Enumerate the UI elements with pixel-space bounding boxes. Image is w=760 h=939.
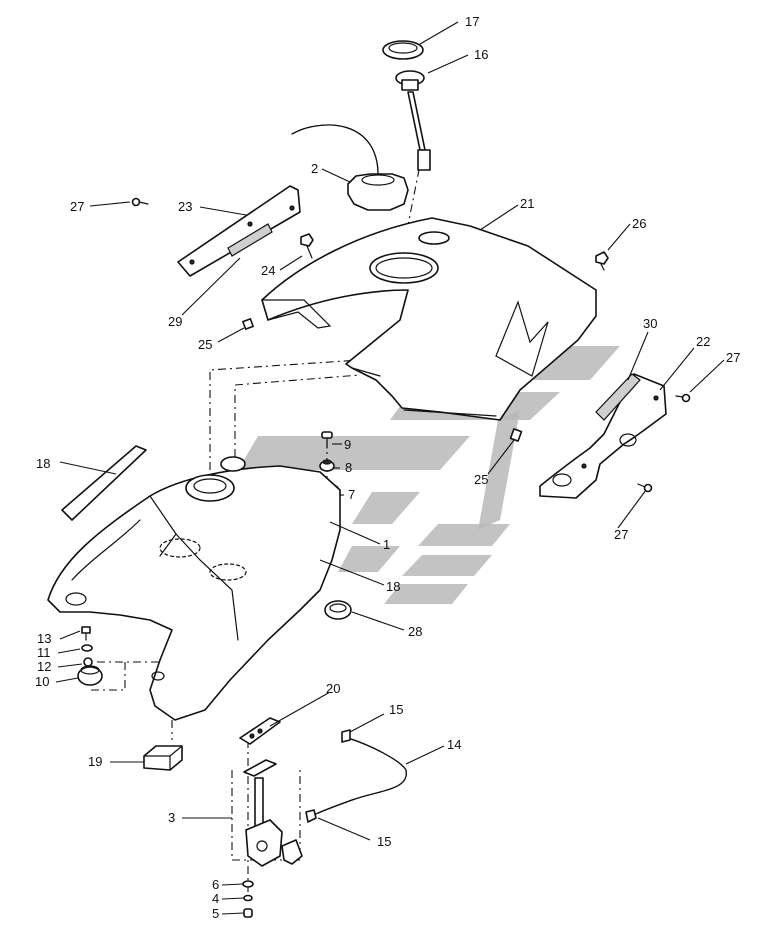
callout-10: 10 bbox=[35, 674, 49, 689]
cushion bbox=[143, 745, 183, 771]
hose-clip bbox=[305, 809, 317, 823]
callout-25: 25 bbox=[198, 337, 212, 352]
callout-27: 27 bbox=[70, 199, 84, 214]
callout-26: 26 bbox=[632, 216, 646, 231]
grommet bbox=[242, 318, 254, 330]
gasket bbox=[239, 717, 281, 745]
mounting-bracket-right bbox=[539, 373, 667, 499]
callout-14: 14 bbox=[447, 737, 461, 752]
tank-pad bbox=[61, 445, 147, 521]
callout-9: 9 bbox=[344, 437, 351, 452]
callout-24: 24 bbox=[261, 263, 275, 278]
grommet bbox=[509, 428, 523, 442]
callout-18: 18 bbox=[36, 456, 50, 471]
callout-11: 11 bbox=[37, 645, 51, 660]
bolt bbox=[131, 197, 149, 207]
callout-25: 25 bbox=[474, 472, 488, 487]
leader-lines bbox=[55, 21, 725, 915]
fuel-hose bbox=[315, 737, 407, 815]
callout-13: 13 bbox=[37, 631, 51, 646]
callout-22: 22 bbox=[696, 334, 710, 349]
callout-20: 20 bbox=[326, 681, 340, 696]
callout-3: 3 bbox=[168, 810, 175, 825]
fuel-cock bbox=[243, 759, 303, 867]
callout-4: 4 bbox=[212, 891, 219, 906]
rubber-damper bbox=[324, 600, 352, 620]
fuel-gauge bbox=[395, 70, 431, 171]
callout-18: 18 bbox=[386, 579, 400, 594]
bolt bbox=[81, 626, 91, 641]
callout-16: 16 bbox=[474, 47, 488, 62]
callout-15: 15 bbox=[389, 702, 403, 717]
callout-27: 27 bbox=[614, 527, 628, 542]
collar bbox=[319, 459, 335, 472]
callout-29: 29 bbox=[168, 314, 182, 329]
callout-21: 21 bbox=[520, 196, 534, 211]
bolt bbox=[675, 393, 691, 403]
callout-2: 2 bbox=[311, 161, 318, 176]
callout-17: 17 bbox=[465, 14, 479, 29]
cap-seal bbox=[382, 40, 424, 60]
bolt bbox=[637, 483, 653, 493]
callout-5: 5 bbox=[212, 906, 219, 921]
washer bbox=[81, 644, 93, 652]
callout-15: 15 bbox=[377, 834, 391, 849]
collar bbox=[83, 657, 93, 667]
callout-23: 23 bbox=[178, 199, 192, 214]
bolt bbox=[321, 431, 333, 449]
screw bbox=[243, 908, 253, 918]
o-ring bbox=[242, 880, 254, 888]
screw bbox=[595, 251, 609, 271]
callout-1: 1 bbox=[383, 537, 390, 552]
hose-clip bbox=[341, 729, 351, 743]
callout-30: 30 bbox=[643, 316, 657, 331]
callout-28: 28 bbox=[408, 624, 422, 639]
callout-6: 6 bbox=[212, 877, 219, 892]
callout-7: 7 bbox=[348, 487, 355, 502]
mounting-bracket-left bbox=[177, 185, 301, 277]
rubber-mount bbox=[77, 665, 103, 686]
callout-19: 19 bbox=[88, 754, 102, 769]
callout-8: 8 bbox=[345, 460, 352, 475]
fuel-tank bbox=[47, 456, 341, 721]
screw bbox=[300, 233, 314, 259]
filler-cap bbox=[291, 124, 409, 211]
seat-cover bbox=[261, 217, 597, 421]
callout-27: 27 bbox=[726, 350, 740, 365]
callout-12: 12 bbox=[37, 659, 51, 674]
washer bbox=[243, 894, 253, 902]
callout-labels: 17 16 2 21 27 23 26 24 29 25 30 22 27 9 … bbox=[35, 14, 740, 921]
